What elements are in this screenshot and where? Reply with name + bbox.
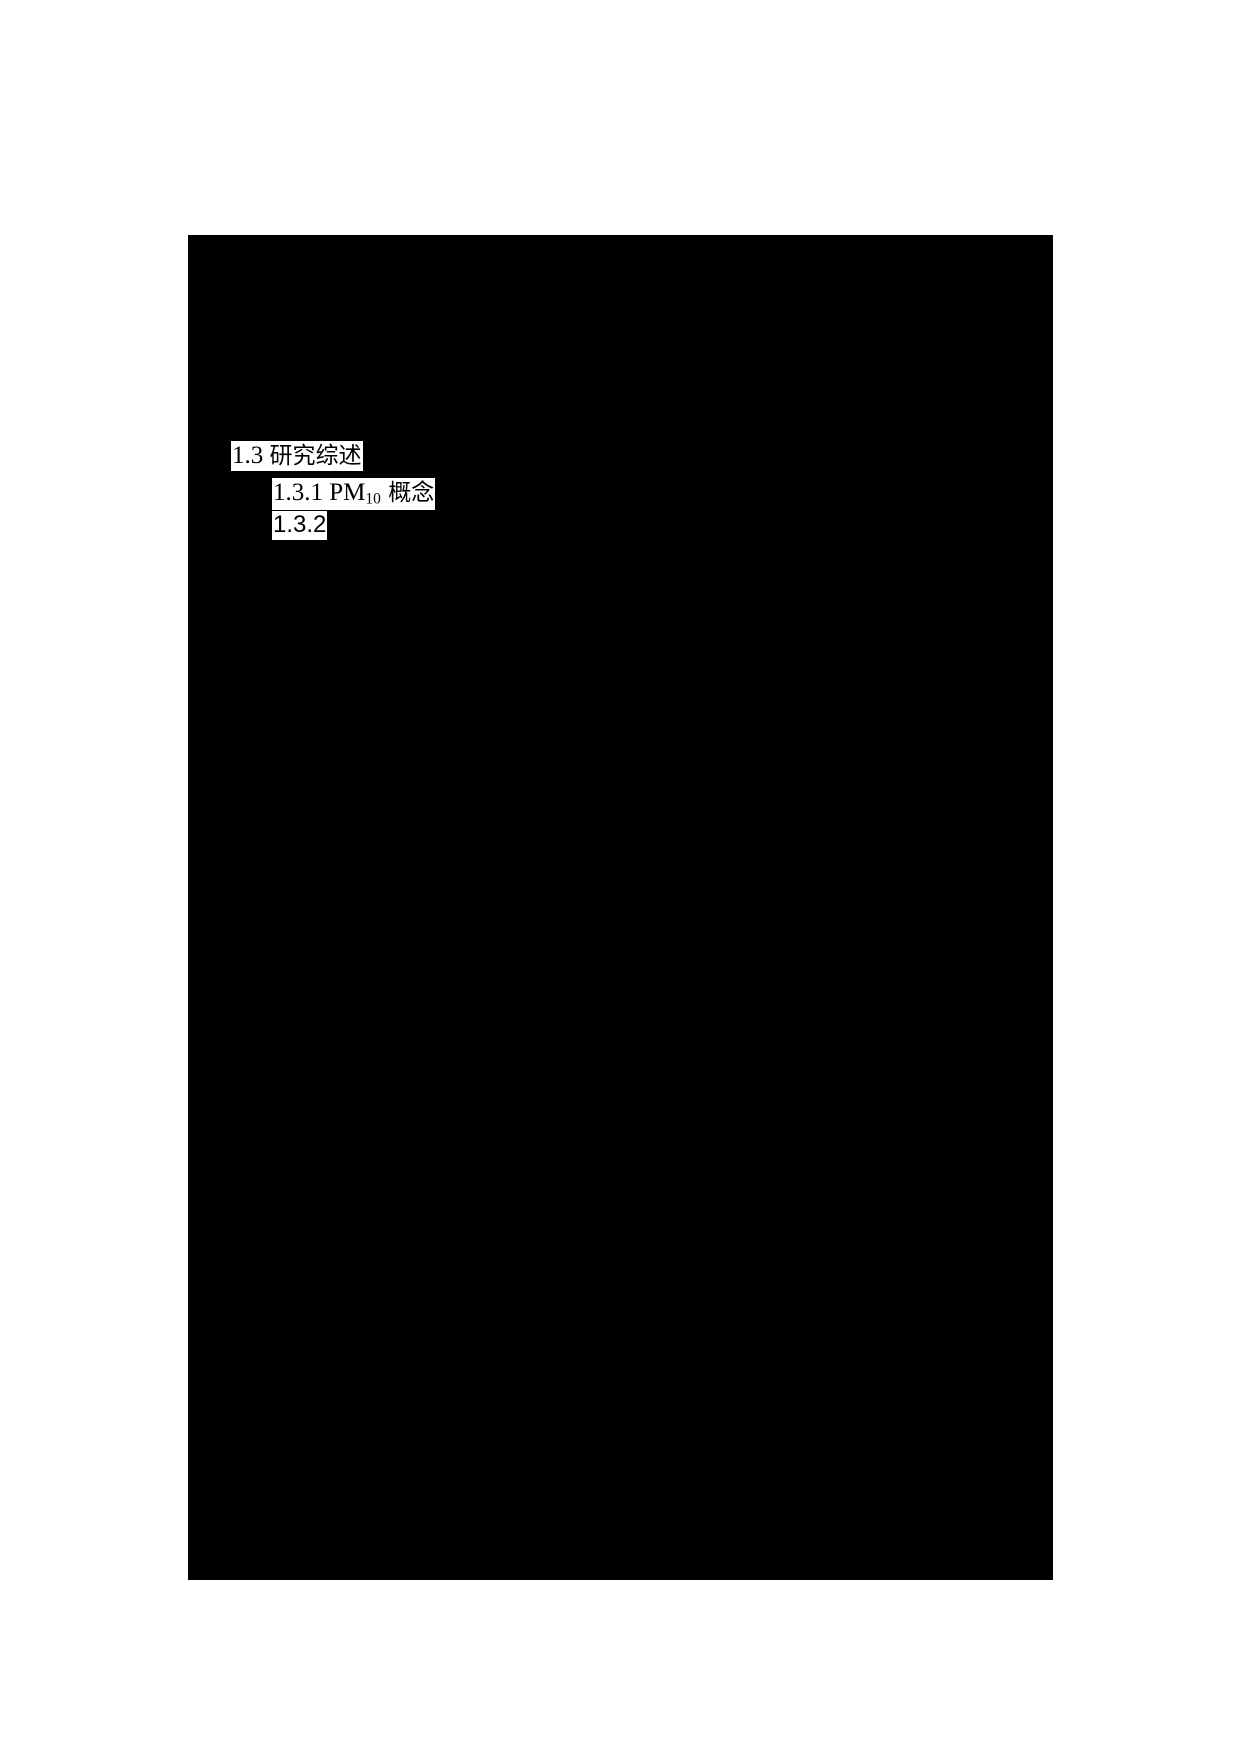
section-title: 研究综述 (269, 443, 362, 469)
section-number: 1.3 (232, 442, 264, 469)
subsection-title-subscript: 10 (365, 490, 381, 508)
subsection-title-prefix: PM (329, 479, 366, 506)
subsection-number: 1.3.2 (273, 511, 327, 538)
subsection-number: 1.3.1 (273, 479, 323, 506)
subsection-heading-1-3-2[interactable]: 1.3.2 (272, 511, 328, 540)
subsection-title-suffix: 概念 (388, 480, 435, 506)
subsection-heading-1-3-1[interactable]: 1.3.1 PM10 概念 (272, 478, 436, 510)
section-heading-1-3[interactable]: 1.3 研究综述 (231, 441, 363, 471)
